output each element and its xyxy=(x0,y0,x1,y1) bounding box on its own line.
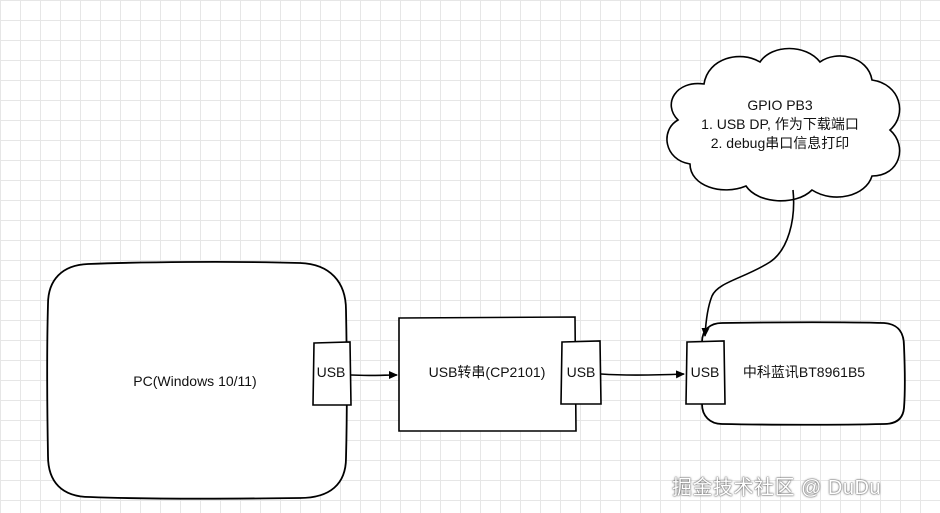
note-connector xyxy=(701,189,795,337)
pc-box[interactable] xyxy=(46,261,348,500)
note-cloud xyxy=(666,47,901,202)
note-line-2: 2. debug串口信息打印 xyxy=(710,135,850,151)
pc-usb-label: USB xyxy=(316,364,346,380)
note-line-1: 1. USB DP, 作为下载端口 xyxy=(701,116,859,132)
converter-box[interactable] xyxy=(398,316,577,432)
pc-usb-port[interactable] xyxy=(312,341,352,406)
bt-usb-label: USB xyxy=(690,364,720,380)
converter-usb-port[interactable] xyxy=(560,340,602,405)
converter-usb-label: USB xyxy=(566,364,596,380)
arrow-converter-to-bt xyxy=(600,370,685,379)
note-title: GPIO PB3 xyxy=(747,97,813,113)
bt-label: 中科蓝讯BT8961B5 xyxy=(742,364,866,380)
pc-label: PC(Windows 10/11) xyxy=(133,373,257,389)
converter-label: USB转串(CP2101) xyxy=(428,364,546,380)
bt-usb-port[interactable] xyxy=(685,340,726,405)
note-text: GPIO PB3 1. USB DP, 作为下载端口 2. debug串口信息打… xyxy=(701,96,859,153)
watermark: 掘金技术社区 @ DuDu xyxy=(672,477,882,499)
